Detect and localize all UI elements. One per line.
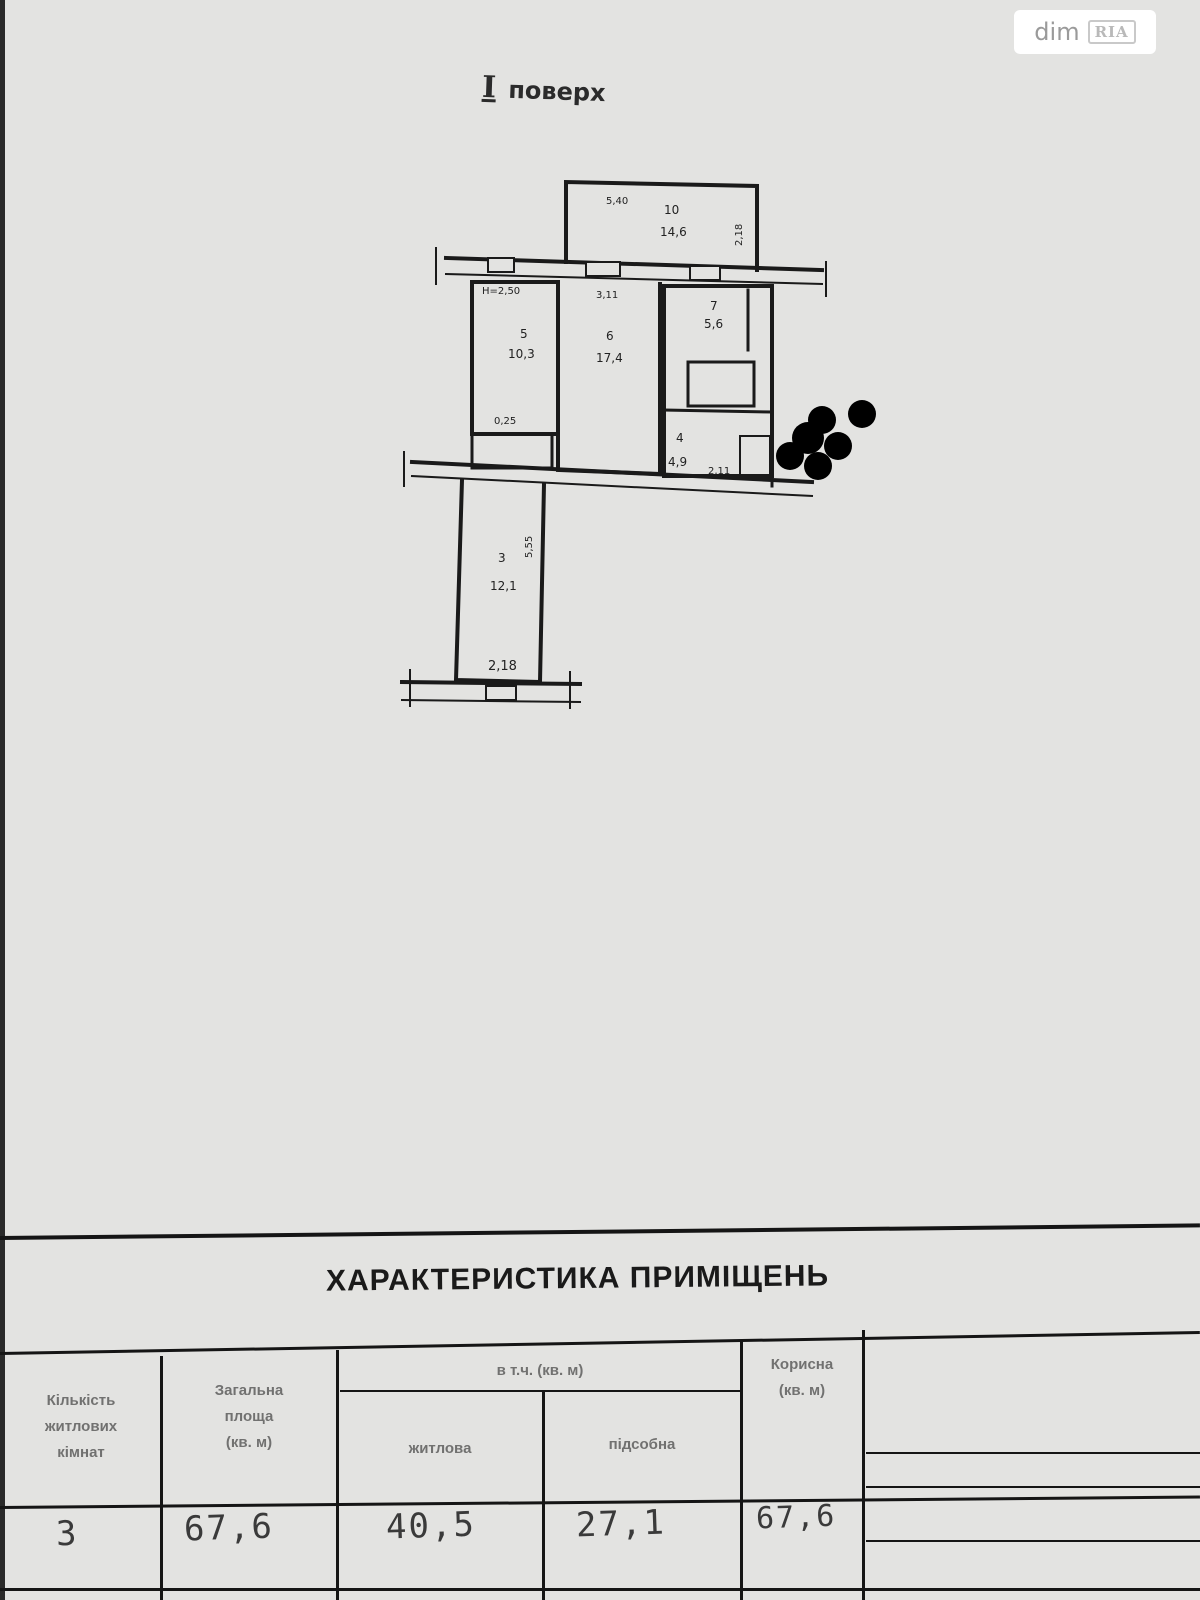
- watermark: dim RIA: [1014, 10, 1156, 54]
- annex-outline: [564, 179, 759, 272]
- header-living: житлова: [408, 1440, 472, 1457]
- dim-top-width: 5,40: [606, 196, 628, 207]
- header-rooms-count: Кількість житлових кімнат: [44, 1392, 118, 1461]
- dim-room3-bottom: 2,18: [488, 659, 517, 674]
- dim-room3-side: 5,55: [524, 536, 535, 558]
- value-auxiliary: 27,1: [575, 1502, 667, 1546]
- header-total-area: Загальна площа (кв. м): [214, 1382, 284, 1451]
- room-3-area: 12,1: [490, 579, 517, 593]
- room-5-area: 10,3: [508, 347, 535, 361]
- value-total-area: 67,6: [183, 1506, 275, 1550]
- room-4-number: 4: [676, 431, 684, 445]
- room-7-number: 7: [710, 299, 718, 313]
- header-group: в т.ч. (кв. м): [496, 1362, 584, 1379]
- dim-room5-bottom: 0,25: [494, 416, 516, 427]
- room-6-area: 17,4: [596, 351, 623, 365]
- room-7-outline: [662, 284, 774, 478]
- page-edge: [0, 0, 5, 1600]
- bottom-wall: [399, 679, 583, 687]
- dim-room4-width: 2,11: [708, 466, 730, 477]
- room-6-outline: [556, 280, 662, 477]
- room-4-area: 4,9: [668, 455, 687, 469]
- room-6-number: 6: [606, 329, 614, 343]
- room-10-number: 10: [664, 203, 679, 217]
- room-3-outline: [453, 477, 547, 685]
- room-7-area: 5,6: [704, 317, 723, 331]
- table-title: ХАРАКТЕРИСТИКА ПРИМІЩЕНЬ: [325, 1259, 830, 1298]
- value-rooms-count: 3: [55, 1513, 80, 1555]
- dim-room6-width: 3,11: [596, 290, 618, 301]
- room-3-number: 3: [498, 551, 506, 565]
- room-10-area: 14,6: [660, 225, 687, 239]
- dim-height: H=2,50: [482, 286, 520, 297]
- header-useful: Корисна (кв. м): [770, 1356, 834, 1399]
- value-useful: 67,6: [755, 1498, 837, 1537]
- watermark-text: dim: [1034, 18, 1080, 46]
- dim-top-right: 2,18: [734, 224, 745, 246]
- redaction-blot: [776, 400, 876, 480]
- header-auxiliary: підсобна: [608, 1436, 676, 1453]
- room-5-number: 5: [520, 327, 528, 341]
- value-living: 40,5: [385, 1504, 477, 1548]
- watermark-logo: RIA: [1087, 20, 1136, 44]
